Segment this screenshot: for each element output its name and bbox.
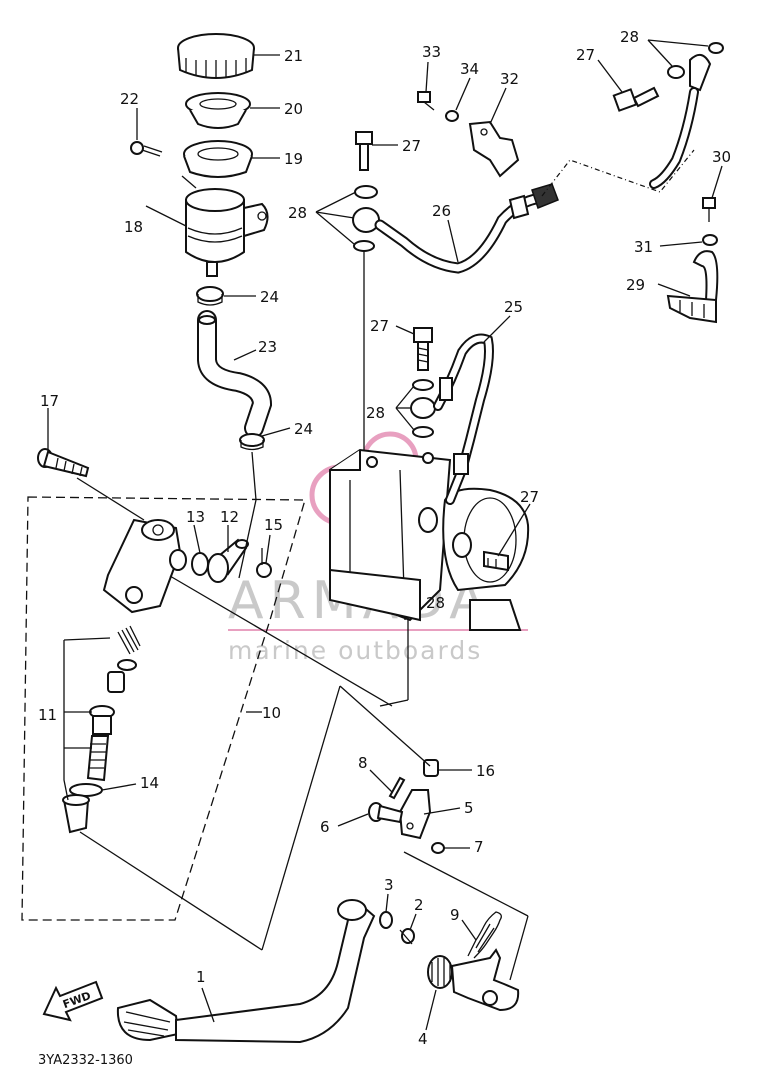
callout-28-top: 28 <box>288 204 307 222</box>
screw-15 <box>256 548 272 578</box>
reservoir-cap <box>177 33 255 79</box>
callout-28-hose25: 28 <box>366 404 385 422</box>
callout-9: 9 <box>450 906 460 924</box>
callout-22: 22 <box>120 90 139 108</box>
hose-clamp-32 <box>468 120 520 178</box>
diagram-code: 3YA2332-1360 <box>38 1053 133 1068</box>
bolt-2 <box>399 928 415 945</box>
callout-27-upper: 27 <box>576 46 595 64</box>
link-lines <box>76 175 529 981</box>
hose-23 <box>197 310 273 438</box>
spring-9 <box>467 911 502 959</box>
callout-33: 33 <box>422 43 441 61</box>
callout-11: 11 <box>38 706 57 724</box>
callout-34: 34 <box>460 60 479 78</box>
callout-leaders <box>47 39 723 1031</box>
callout-6: 6 <box>320 818 330 836</box>
callout-12: 12 <box>220 508 239 526</box>
callout-15: 15 <box>264 516 283 534</box>
brake-pedal-1 <box>116 899 376 1044</box>
bolt-27-hose25 <box>413 327 433 371</box>
screw-33 <box>417 91 435 111</box>
piston-kit-11 <box>86 625 141 782</box>
master-cylinder-body <box>102 518 187 614</box>
reservoir-plate <box>183 140 253 178</box>
washer-28-top <box>352 185 380 252</box>
clip-24-bottom <box>239 433 265 451</box>
callout-19: 19 <box>284 150 303 168</box>
callout-28-caliper: 28 <box>426 594 445 612</box>
washer-28-hose25 <box>410 379 436 438</box>
callout-23: 23 <box>258 338 277 356</box>
callout-32: 32 <box>500 70 519 88</box>
callout-27-caliper: 27 <box>520 488 539 506</box>
callout-2: 2 <box>414 896 424 914</box>
callout-28-upper: 28 <box>620 28 639 46</box>
callout-24-top: 24 <box>260 288 279 306</box>
callout-numbers: 21 20 19 18 22 24 23 24 17 13 12 15 11 1… <box>38 28 731 1048</box>
callout-20: 20 <box>284 100 303 118</box>
callout-18: 18 <box>124 218 143 236</box>
callout-29: 29 <box>626 276 645 294</box>
callout-21: 21 <box>284 47 303 65</box>
screw-22 <box>130 141 163 157</box>
pin-6 <box>368 802 404 824</box>
bracket-29 <box>666 250 719 324</box>
washer-3 <box>379 911 393 929</box>
washer-28-caliper <box>418 507 472 558</box>
callout-17: 17 <box>40 392 59 410</box>
callout-1: 1 <box>196 968 206 986</box>
callout-27-hose25: 27 <box>370 317 389 335</box>
washer-34 <box>445 110 459 122</box>
hose-fitting-upper <box>649 53 712 189</box>
bolt-27-upper <box>612 86 660 112</box>
callout-30: 30 <box>712 148 731 166</box>
clip-24-top <box>196 286 224 306</box>
callout-16: 16 <box>476 762 495 780</box>
callout-31: 31 <box>634 238 653 256</box>
callout-24-bottom: 24 <box>294 420 313 438</box>
fwd-arrow-icon: FWD <box>42 980 104 1022</box>
boot <box>62 794 90 834</box>
callout-27-top: 27 <box>402 137 421 155</box>
reservoir-tank <box>185 188 269 277</box>
leader-upper-hose <box>541 149 695 197</box>
callout-26: 26 <box>432 202 451 220</box>
bolt-17 <box>37 448 90 478</box>
reservoir-diaphragm <box>185 92 251 129</box>
cotter-pin-8 <box>388 776 406 800</box>
callout-4: 4 <box>418 1030 428 1048</box>
washer-31 <box>702 234 718 246</box>
callout-14: 14 <box>140 774 159 792</box>
callout-7: 7 <box>474 838 484 856</box>
callout-3: 3 <box>384 876 394 894</box>
caliper-block <box>329 448 452 622</box>
bolt-27-caliper <box>483 550 509 572</box>
watermark-tagline: marine outboards <box>228 636 482 665</box>
assembly-boundary <box>21 496 306 921</box>
washer-28-upper <box>667 42 724 79</box>
o-ring-13 <box>191 552 209 576</box>
screw-30 <box>702 197 716 222</box>
callout-5: 5 <box>464 799 474 817</box>
callout-25: 25 <box>504 298 523 316</box>
callout-10: 10 <box>262 704 281 722</box>
bolt-27-top <box>355 131 373 171</box>
pivot-shaft-4 <box>427 948 520 1012</box>
callout-8: 8 <box>358 754 368 772</box>
washer-7 <box>431 842 445 854</box>
brake-hose-26 <box>374 183 559 274</box>
callout-13: 13 <box>186 508 205 526</box>
brake-hose-25 <box>433 333 494 505</box>
